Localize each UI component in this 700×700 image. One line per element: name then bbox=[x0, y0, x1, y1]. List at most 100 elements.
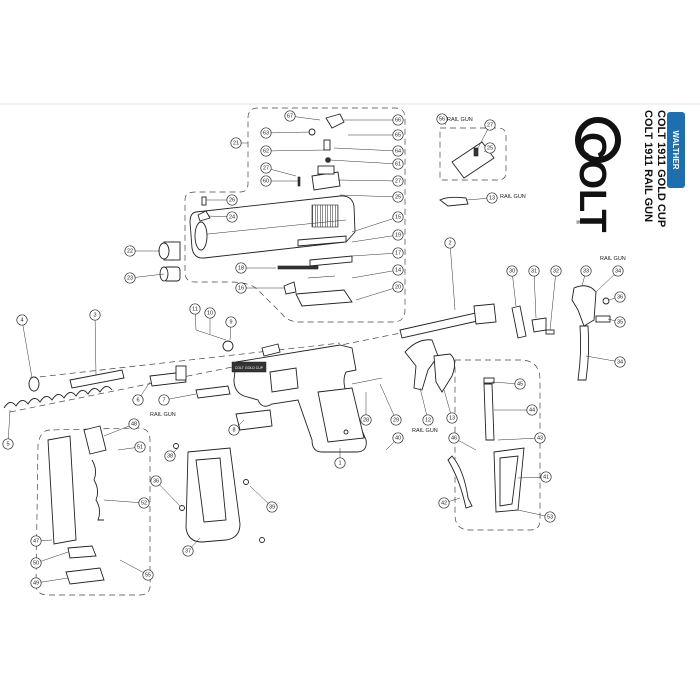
callout-number: 4 bbox=[20, 317, 23, 323]
callout-circle bbox=[544, 511, 556, 523]
walther-brand-text: WALTHER bbox=[671, 131, 680, 170]
callout-c12: 12 bbox=[419, 387, 434, 426]
callout-c42: 42 bbox=[438, 497, 461, 509]
callout-leader bbox=[351, 216, 399, 233]
slide-axis-line bbox=[9, 324, 441, 413]
callout-c27c: 27 bbox=[477, 119, 496, 149]
callout-number: 9 bbox=[229, 319, 232, 325]
rear-sight-assembly bbox=[297, 113, 345, 191]
callout-number: 17 bbox=[395, 250, 401, 256]
callout-c60: 60 bbox=[260, 175, 298, 187]
callout-c24: 24 bbox=[207, 211, 238, 223]
callout-c35: 35 bbox=[607, 316, 626, 328]
front-sight bbox=[197, 196, 211, 222]
mainspring-housing bbox=[447, 377, 525, 513]
callout-number: 48 bbox=[131, 421, 137, 427]
callout-number: 28 bbox=[363, 417, 369, 423]
thumb-safety bbox=[439, 196, 469, 207]
callout-c55: 55 bbox=[119, 559, 154, 581]
callout-circle bbox=[446, 412, 458, 424]
recoil-spring-guide bbox=[28, 369, 125, 392]
callout-c44: 44 bbox=[494, 404, 538, 416]
callout-c19: 19 bbox=[351, 229, 404, 243]
callout-c33: 33 bbox=[580, 265, 592, 287]
callout-leader bbox=[351, 252, 399, 257]
callout-number: 46 bbox=[451, 435, 457, 441]
callout-number: 3 bbox=[93, 312, 96, 318]
callout-circle bbox=[614, 316, 626, 328]
callout-circle bbox=[540, 471, 552, 483]
callout-number: 27 bbox=[263, 165, 269, 171]
callout-number: 6 bbox=[136, 397, 139, 403]
callout-number: 50 bbox=[33, 560, 39, 566]
grip-panel bbox=[173, 443, 265, 543]
callout-leader bbox=[585, 355, 621, 363]
rail-gun-label-grip: RAIL GUN bbox=[412, 428, 438, 434]
callout-circle bbox=[260, 175, 272, 187]
callout-c3: 3 bbox=[89, 309, 101, 376]
callout-c64: 64 bbox=[333, 145, 404, 157]
callout-circle bbox=[448, 432, 460, 444]
title-block: COLT 1911 GOLD CUP COLT 1911 RAIL GUN bbox=[642, 110, 667, 227]
callout-leader bbox=[265, 149, 327, 152]
callout-c30: 30 bbox=[506, 265, 518, 307]
callout-circle bbox=[182, 545, 194, 557]
callout-circle bbox=[89, 309, 101, 321]
magazine-group-outline bbox=[35, 427, 151, 596]
callout-number: 32 bbox=[553, 268, 559, 274]
callout-c25a: 25 bbox=[339, 191, 404, 203]
callout-circle bbox=[150, 475, 162, 487]
callout-number: 62 bbox=[263, 148, 269, 154]
callout-number: 34 bbox=[617, 359, 623, 365]
callout-number: 41 bbox=[543, 474, 549, 480]
callout-number: 37 bbox=[185, 548, 191, 554]
callout-leader bbox=[339, 194, 399, 198]
mainspring-group-outline bbox=[454, 359, 541, 531]
title-line-1: COLT 1911 GOLD CUP bbox=[655, 110, 667, 227]
callout-c14: 14 bbox=[351, 264, 404, 279]
callout-number: 13 bbox=[489, 195, 495, 201]
rail-gun-label-hammer: RAIL GUN bbox=[600, 256, 626, 262]
firing-pin-parts bbox=[277, 235, 353, 307]
callout-number: 23 bbox=[127, 275, 133, 281]
callout-circle bbox=[444, 237, 456, 249]
callout-leader bbox=[7, 409, 11, 445]
callout-number: 35 bbox=[617, 319, 623, 325]
magazine bbox=[47, 425, 107, 585]
callout-c62: 62 bbox=[260, 145, 327, 157]
callout-circle bbox=[235, 262, 247, 274]
callout-circle bbox=[158, 394, 170, 406]
callout-number: 67 bbox=[287, 113, 293, 119]
callout-leader bbox=[355, 286, 399, 301]
callout-c8: 8 bbox=[228, 419, 245, 436]
callout-c10: 10 bbox=[204, 307, 216, 334]
callout-leader bbox=[449, 242, 456, 311]
callout-leader bbox=[379, 383, 397, 421]
callout-number: 47 bbox=[33, 538, 39, 544]
callout-c36b: 36 bbox=[150, 475, 181, 507]
callout-c22: 22 bbox=[124, 245, 160, 257]
callout-c56: 56 bbox=[436, 113, 448, 126]
callout-c49: 49 bbox=[30, 577, 69, 589]
callout-number: 18 bbox=[238, 265, 244, 271]
callout-number: 38 bbox=[167, 453, 173, 459]
callout-number: 55 bbox=[145, 572, 151, 578]
callout-c7: 7 bbox=[158, 393, 197, 406]
callout-c53: 53 bbox=[517, 509, 556, 523]
callout-c6: 6 bbox=[132, 381, 151, 406]
callout-number: 51 bbox=[137, 444, 143, 450]
callout-circle bbox=[334, 457, 346, 469]
callout-leader bbox=[511, 270, 517, 307]
callout-circle bbox=[392, 229, 404, 241]
callout-circle bbox=[392, 264, 404, 276]
callout-circle bbox=[422, 414, 434, 426]
callout-c9: 9 bbox=[225, 316, 237, 341]
callout-number: 64 bbox=[395, 148, 401, 154]
rail-gun-label-safety: RAIL GUN bbox=[500, 194, 526, 200]
callout-circle bbox=[226, 194, 238, 206]
callout-number: 44 bbox=[529, 407, 535, 413]
callout-number: 25 bbox=[487, 145, 493, 151]
callout-circle bbox=[486, 192, 498, 204]
callout-number: 56 bbox=[439, 116, 445, 122]
callout-c67: 67 bbox=[284, 110, 321, 122]
